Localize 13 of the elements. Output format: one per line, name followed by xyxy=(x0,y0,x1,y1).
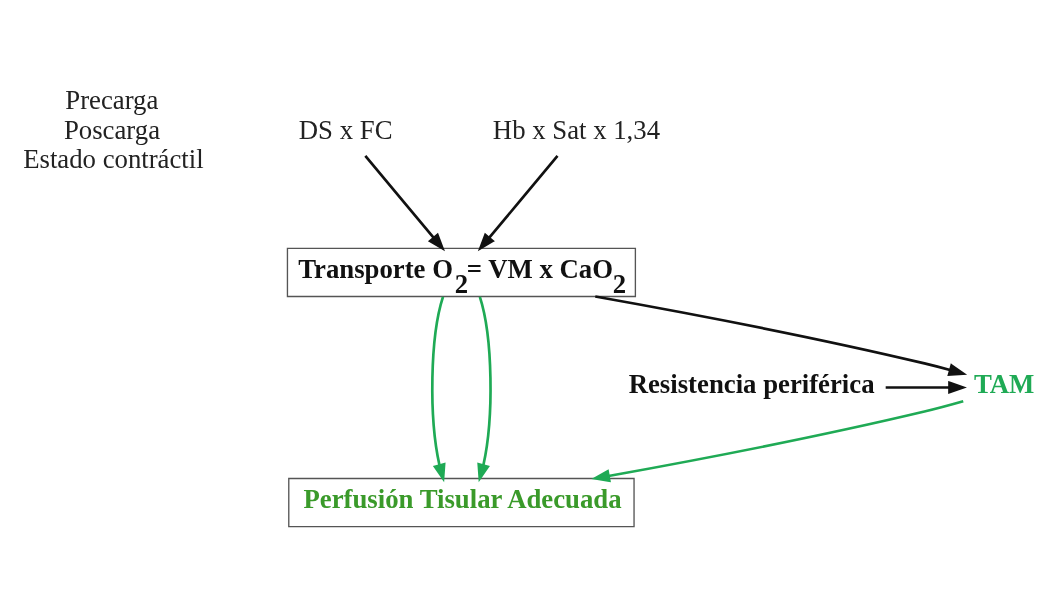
node-text: Hb x Sat x 1,34 xyxy=(492,114,661,145)
arrow xyxy=(595,295,968,376)
arrow xyxy=(591,400,964,483)
node-text: DS x FC xyxy=(298,114,393,145)
arrow xyxy=(477,155,559,252)
node-text: Precarga Poscarga Estado contráctil xyxy=(23,85,204,174)
arrow xyxy=(477,296,492,483)
node-text: Resistencia periférica xyxy=(628,368,875,399)
arrow xyxy=(364,155,445,252)
node-text: TAM xyxy=(973,368,1035,399)
arrow xyxy=(885,380,967,395)
arrow xyxy=(431,296,446,483)
node-box: Perfusión Tisular Adecuada xyxy=(288,477,635,528)
